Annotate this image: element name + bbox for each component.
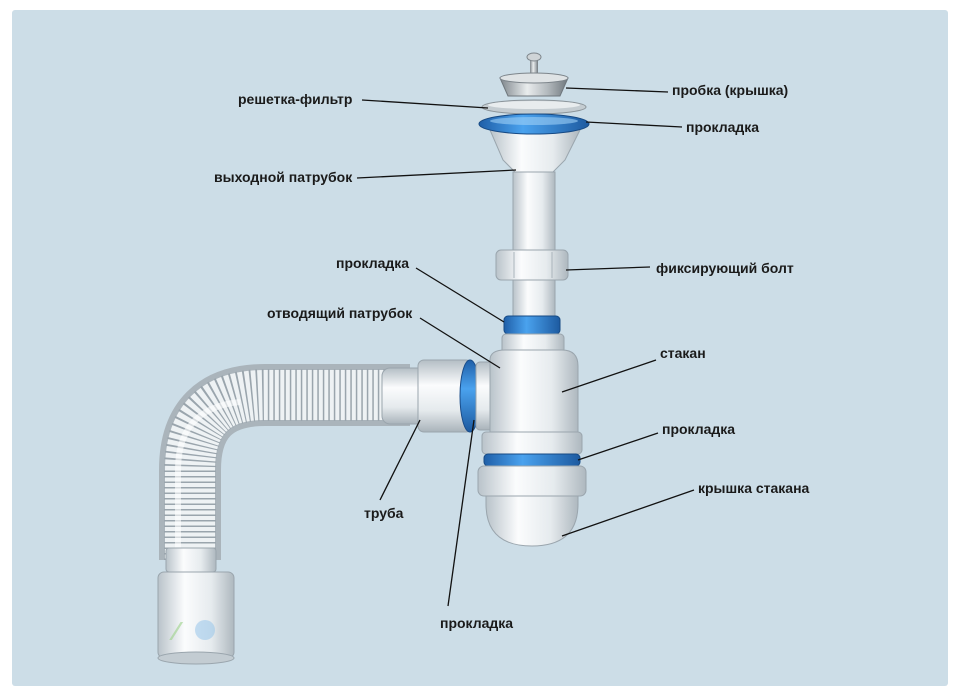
leader-stopper <box>565 87 669 93</box>
trap-gasket-mid <box>503 315 561 335</box>
leader-gasket-mid <box>415 267 505 323</box>
background-panel <box>12 10 948 686</box>
leader-fixing-bolt <box>565 266 651 271</box>
pipe-fitting <box>381 359 509 433</box>
label-trap-cup: стакан <box>660 345 706 361</box>
trap-cup-cap <box>477 465 587 547</box>
leader-gasket-bottom <box>447 419 475 607</box>
label-cup-cap: крышка стакана <box>698 480 810 496</box>
labels: пробка (крышка) решетка-фильтр прокладка… <box>214 82 810 631</box>
leader-pipe <box>379 419 421 501</box>
label-stopper: пробка (крышка) <box>672 82 788 98</box>
strainer-grid <box>481 99 587 115</box>
corrugated-pipe <box>159 364 410 560</box>
label-pipe: труба <box>364 505 404 521</box>
stopper <box>499 52 569 97</box>
label-gasket-cup: прокладка <box>662 421 735 437</box>
leader-gasket-top <box>585 121 683 128</box>
leader-drain-branch <box>419 317 501 369</box>
pipe-bottom-spigot: ⁄ <box>157 547 235 665</box>
trap-cup-gasket <box>483 453 581 467</box>
gasket-top <box>478 113 590 135</box>
label-outlet-pipe: выходной патрубок <box>214 169 353 185</box>
leader-trap-cup <box>561 359 657 393</box>
leader-lines <box>356 87 695 607</box>
leader-outlet-pipe <box>356 169 517 179</box>
label-gasket-top: прокладка <box>686 119 759 135</box>
label-gasket-bottom: прокладка <box>440 615 513 631</box>
label-gasket-mid: прокладка <box>336 255 409 271</box>
outlet-assembly <box>489 129 581 317</box>
label-fixing-bolt: фиксирующий болт <box>656 260 794 276</box>
trap-cup <box>481 333 583 455</box>
leader-cup-cap <box>561 489 695 537</box>
label-strainer: решетка-фильтр <box>238 91 352 107</box>
label-drain-branch: отводящий патрубок <box>267 305 413 321</box>
leader-strainer <box>361 99 489 109</box>
leader-gasket-cup <box>577 432 659 461</box>
